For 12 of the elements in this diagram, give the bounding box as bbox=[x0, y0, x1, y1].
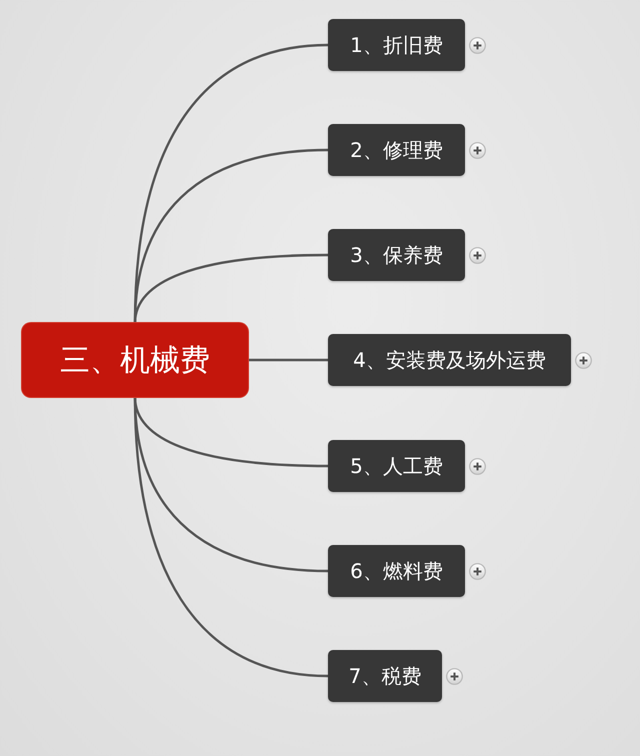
connector-line bbox=[134, 254, 328, 324]
topic-box: 5、人工费 bbox=[328, 440, 465, 492]
topic-box: 4、安装费及场外运费 bbox=[328, 334, 571, 386]
topic-box: 2、修理费 bbox=[328, 124, 465, 176]
central-topic-box: 三、机械费 bbox=[22, 323, 248, 397]
topic-box: 6、燃料费 bbox=[328, 545, 465, 597]
topic-box: 3、保养费 bbox=[328, 229, 465, 281]
connector-line bbox=[248, 358, 328, 362]
connector-line bbox=[134, 396, 328, 468]
topic-box: 1、折旧费 bbox=[328, 19, 465, 71]
topic-box: 7、税费 bbox=[328, 650, 442, 702]
connector-line bbox=[134, 396, 328, 678]
